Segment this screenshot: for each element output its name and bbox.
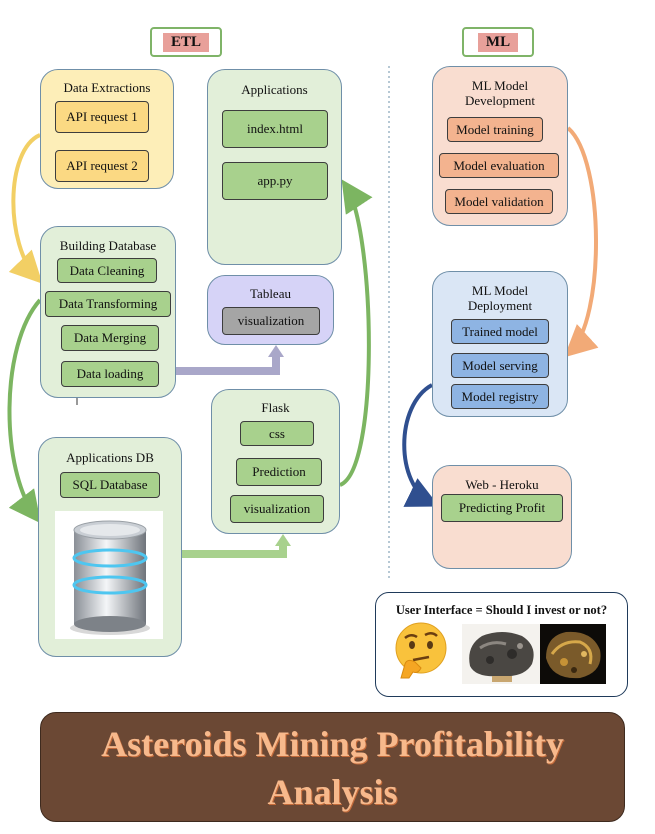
ml-tag-label: ML bbox=[477, 32, 519, 52]
etl-tag: ETL bbox=[150, 27, 222, 57]
flask-title: Flask bbox=[261, 400, 290, 415]
arrow-building-to-appsdb bbox=[7, 298, 42, 524]
data-cleaning-box: Data Cleaning bbox=[57, 258, 157, 283]
arrow-building-to-tableau bbox=[176, 355, 280, 375]
applications-db-panel: Applications DB SQL Database bbox=[38, 437, 182, 657]
user-interface-title: User Interface = Should I invest or not? bbox=[395, 603, 608, 617]
thinking-face-icon bbox=[391, 620, 451, 680]
data-merging-box: Data Merging bbox=[61, 325, 159, 351]
building-database-title: Building Database bbox=[59, 238, 157, 253]
building-database-panel: Building Database Data Cleaning Data Tra… bbox=[40, 226, 176, 398]
database-cylinder-icon bbox=[55, 511, 163, 639]
model-evaluation-box: Model evaluation bbox=[439, 153, 559, 178]
sql-database-box: SQL Database bbox=[60, 472, 160, 498]
etl-tag-label: ETL bbox=[162, 32, 209, 52]
meteorite-photo-2 bbox=[540, 624, 606, 684]
prediction-box: Prediction bbox=[236, 458, 322, 486]
arrow-dev-to-deployment bbox=[564, 126, 599, 358]
index-html-box: index.html bbox=[222, 110, 328, 148]
flask-panel: Flask css Prediction visualization bbox=[211, 389, 340, 534]
user-interface-panel: User Interface = Should I invest or not? bbox=[375, 592, 628, 697]
data-transforming-box: Data Transforming bbox=[45, 291, 171, 317]
ml-tag: ML bbox=[462, 27, 534, 57]
meteorite-2-graphic bbox=[546, 631, 601, 679]
meteorite-1-graphic bbox=[469, 632, 534, 682]
model-serving-box: Model serving bbox=[451, 353, 549, 378]
arrow-flask-to-applications bbox=[338, 179, 373, 487]
banner-title-line-2: Analysis bbox=[267, 772, 398, 812]
arrow-extractions-to-building bbox=[8, 133, 43, 284]
tableau-title: Tableau bbox=[250, 286, 291, 301]
app-py-box: app.py bbox=[222, 162, 328, 200]
api-request-1-box: API request 1 bbox=[55, 101, 149, 133]
predicting-profit-box: Predicting Profit bbox=[441, 494, 563, 522]
applications-panel: Applications index.html app.py bbox=[207, 69, 342, 265]
data-loading-box: Data loading bbox=[61, 361, 159, 387]
applications-title: Applications bbox=[241, 82, 308, 97]
css-box: css bbox=[240, 421, 314, 446]
database-cylinder-graphic bbox=[70, 520, 150, 635]
flask-visualization-box: visualization bbox=[230, 495, 324, 523]
ml-deployment-panel: ML Model Deployment Trained model Model … bbox=[432, 271, 568, 417]
meteorite-photo-1 bbox=[462, 624, 540, 684]
applications-db-title: Applications DB bbox=[66, 450, 154, 465]
arrow-deployment-to-web bbox=[402, 383, 440, 507]
tableau-panel: Tableau visualization bbox=[207, 275, 334, 345]
api-request-2-box: API request 2 bbox=[55, 150, 149, 182]
web-heroku-panel: Web - Heroku Predicting Profit bbox=[432, 465, 572, 569]
trained-model-box: Trained model bbox=[451, 319, 549, 344]
web-heroku-title: Web - Heroku bbox=[465, 477, 539, 492]
model-validation-box: Model validation bbox=[445, 189, 553, 214]
ml-development-title: ML Model Development bbox=[464, 78, 536, 108]
thinking-face-graphic bbox=[395, 622, 447, 679]
banner-title-line-1: Asteroids Mining Profitability bbox=[101, 724, 564, 764]
title-banner: Asteroids Mining Profitability Analysis bbox=[40, 712, 625, 822]
data-extractions-title: Data Extractions bbox=[63, 80, 151, 95]
ml-development-panel: ML Model Development Model training Mode… bbox=[432, 66, 568, 226]
model-registry-box: Model registry bbox=[451, 384, 549, 409]
model-training-box: Model training bbox=[447, 117, 543, 142]
tableau-visualization-box: visualization bbox=[222, 307, 320, 335]
ml-deployment-title: ML Model Deployment bbox=[467, 283, 533, 313]
arrow-appsdb-to-flask bbox=[182, 544, 287, 558]
data-extractions-panel: Data Extractions API request 1 API reque… bbox=[40, 69, 174, 189]
